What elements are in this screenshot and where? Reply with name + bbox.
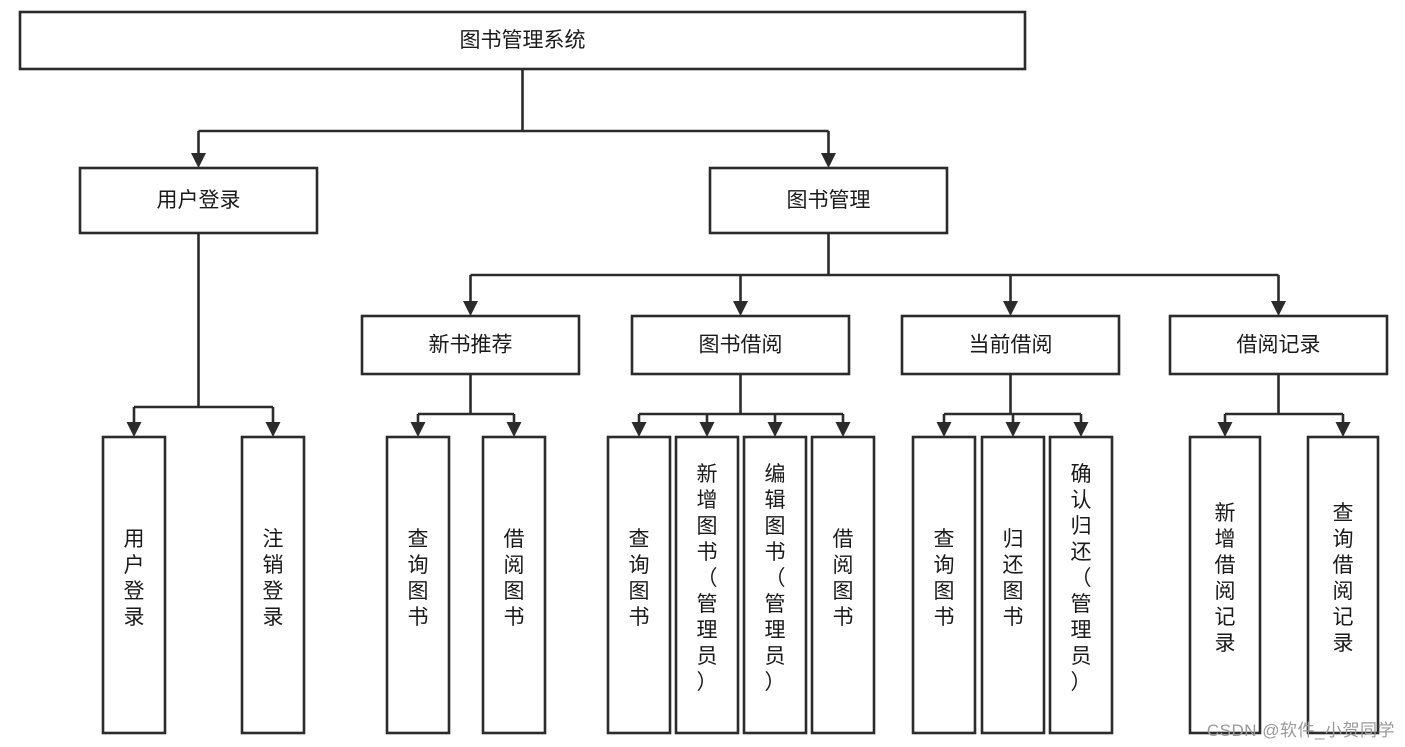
node-leaf-0[interactable]: 用户登录	[101, 435, 167, 735]
node-root-label: 图书管理系统	[460, 29, 586, 52]
node-leaf-9-rect	[980, 435, 1046, 735]
node-root[interactable]: 图书管理系统	[18, 10, 1027, 71]
node-level2-0-rect	[360, 314, 581, 376]
parent-2-to-leaf-0-arrowhead	[631, 422, 647, 437]
node-leaf-3[interactable]: 借阅图书	[481, 435, 547, 735]
node-leaf-5-rect	[674, 435, 740, 735]
node-leaf-12-rect	[1306, 435, 1380, 735]
node-level1-0-label: 用户登录	[157, 189, 241, 212]
node-leaf-8-label: 查询图书	[934, 528, 955, 629]
node-level2-1-label: 图书借阅	[699, 334, 783, 357]
parent-4-to-leaf-1-arrowhead	[1335, 422, 1351, 437]
parent-1-to-leaf-0-arrowhead	[410, 422, 426, 437]
node-leaf-0-rect	[101, 435, 167, 735]
node-level1-1[interactable]: 图书管理	[708, 166, 949, 235]
node-leaf-6-label: 编辑图书（管理员）	[765, 463, 786, 694]
node-leaf-1[interactable]: 注销登录	[240, 435, 306, 735]
boxes-layer: 图书管理系统用户登录图书管理新书推荐图书借阅当前借阅借阅记录用户登录注销登录查询…	[18, 10, 1389, 735]
node-leaf-6[interactable]: 编辑图书（管理员）	[742, 435, 808, 735]
node-leaf-11-rect	[1188, 435, 1262, 735]
node-level2-2-label: 当前借阅	[969, 334, 1053, 357]
node-leaf-8[interactable]: 查询图书	[911, 435, 977, 735]
node-leaf-10-label: 确认归还（管理员）	[1071, 463, 1092, 694]
node-leaf-5-label: 新增图书（管理员）	[697, 463, 718, 694]
node-level2-3-label: 借阅记录	[1237, 334, 1321, 357]
node-leaf-8-rect	[911, 435, 977, 735]
node-level2-0-label: 新书推荐	[429, 334, 513, 357]
node-leaf-7-label: 借阅图书	[833, 528, 854, 629]
node-level2-3-rect	[1168, 314, 1389, 376]
node-level2-1[interactable]: 图书借阅	[630, 314, 851, 376]
parent-3-to-leaf-2-arrowhead	[1073, 422, 1089, 437]
parent-3-to-leaf-1-arrowhead	[1005, 422, 1021, 437]
node-level2-0[interactable]: 新书推荐	[360, 314, 581, 376]
root-to-l1-0-arrowhead	[191, 153, 206, 168]
node-level1-0-rect	[78, 166, 319, 235]
node-leaf-5[interactable]: 新增图书（管理员）	[674, 435, 740, 735]
parent-0-to-leaf-1-arrowhead	[265, 422, 281, 437]
node-leaf-1-label: 注销登录	[263, 528, 284, 629]
node-leaf-10[interactable]: 确认归还（管理员）	[1048, 435, 1114, 735]
node-leaf-10-rect	[1048, 435, 1114, 735]
node-leaf-2-rect	[385, 435, 451, 735]
node-leaf-4[interactable]: 查询图书	[606, 435, 672, 735]
node-level2-2[interactable]: 当前借阅	[900, 314, 1121, 376]
parent-3-to-leaf-0-arrowhead	[936, 422, 952, 437]
node-level1-1-rect	[708, 166, 949, 235]
node-leaf-11[interactable]: 新增借阅记录	[1188, 435, 1262, 735]
node-leaf-9-label: 归还图书	[1003, 528, 1024, 629]
parent-2-to-leaf-1-arrowhead	[699, 422, 715, 437]
bookmgmt-to-l2-0-arrowhead	[463, 301, 478, 316]
connectors-layer	[126, 69, 1351, 437]
parent-1-to-leaf-1-arrowhead	[506, 422, 522, 437]
node-leaf-6-rect	[742, 435, 808, 735]
node-level2-1-rect	[630, 314, 851, 376]
node-level2-2-rect	[900, 314, 1121, 376]
node-leaf-12[interactable]: 查询借阅记录	[1306, 435, 1380, 735]
root-to-l1-1-arrowhead	[821, 153, 836, 168]
bookmgmt-to-l2-3-arrowhead	[1271, 301, 1286, 316]
node-leaf-7[interactable]: 借阅图书	[810, 435, 876, 735]
node-leaf-4-rect	[606, 435, 672, 735]
node-leaf-1-rect	[240, 435, 306, 735]
node-leaf-4-label: 查询图书	[629, 528, 650, 629]
node-level1-1-label: 图书管理	[787, 189, 871, 212]
node-leaf-9[interactable]: 归还图书	[980, 435, 1046, 735]
parent-2-to-leaf-2-arrowhead	[767, 422, 783, 437]
watermark-text: CSDN @软件_小贺同学	[1206, 721, 1395, 740]
node-leaf-2[interactable]: 查询图书	[385, 435, 451, 735]
parent-4-to-leaf-0-arrowhead	[1217, 422, 1233, 437]
node-level1-0[interactable]: 用户登录	[78, 166, 319, 235]
parent-2-to-leaf-3-arrowhead	[835, 422, 851, 437]
node-leaf-3-label: 借阅图书	[504, 528, 525, 629]
node-level2-3[interactable]: 借阅记录	[1168, 314, 1389, 376]
node-root-rect	[18, 10, 1027, 71]
node-leaf-3-rect	[481, 435, 547, 735]
node-leaf-0-label: 用户登录	[124, 528, 145, 629]
bookmgmt-to-l2-2-arrowhead	[1003, 301, 1018, 316]
bookmgmt-to-l2-1-arrowhead	[733, 301, 748, 316]
node-leaf-11-label: 新增借阅记录	[1215, 502, 1236, 655]
node-leaf-2-label: 查询图书	[408, 528, 429, 629]
node-leaf-7-rect	[810, 435, 876, 735]
node-leaf-12-label: 查询借阅记录	[1333, 502, 1354, 655]
parent-0-to-leaf-0-arrowhead	[126, 422, 142, 437]
